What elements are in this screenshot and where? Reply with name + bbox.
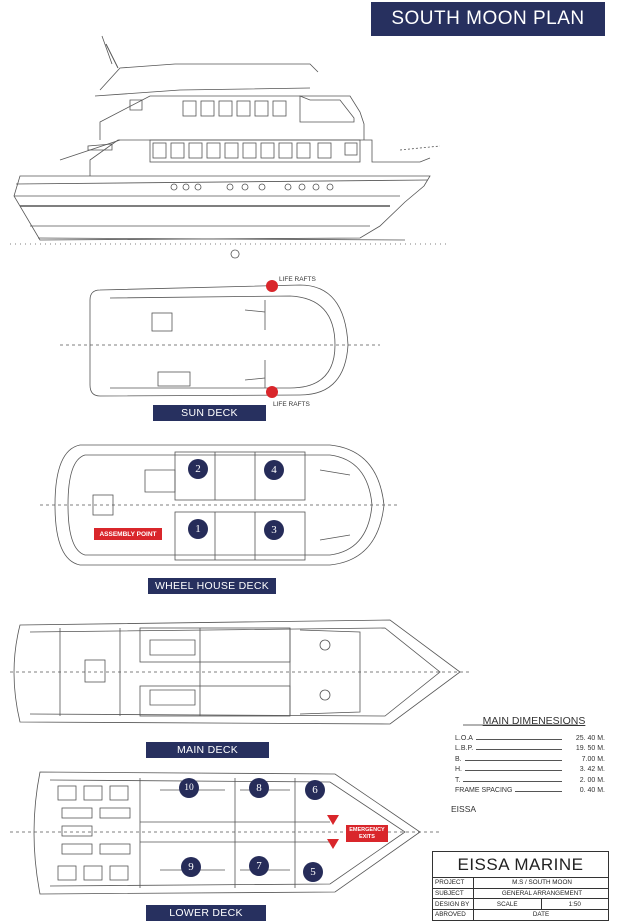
plan-title: SOUTH MOON PLAN — [371, 2, 605, 36]
exit-arrow-icon — [327, 815, 339, 825]
dimension-row: T. 2. 00 M. — [455, 776, 605, 784]
emergency-exits-label: EMERGENCY EXITS — [346, 825, 388, 842]
dimension-row: FRAME SPACING 0. 40 M. — [455, 787, 605, 794]
cabin-6-marker: 6 — [305, 780, 325, 800]
dimension-row: L.B.P. 19. 50 M. — [455, 745, 605, 752]
date-key: DATE — [532, 911, 550, 919]
cabin-10-marker: 10 — [179, 778, 199, 798]
wheelhouse-deck-plan — [40, 444, 400, 566]
company-name: EISSA MARINE — [433, 852, 608, 878]
cabin-8-marker: 8 — [249, 778, 269, 798]
designer-label: EISSA — [451, 804, 477, 814]
main-dimensions-title: MAIN DIMENESIONS — [482, 715, 586, 727]
design-key: DESIGN BY — [433, 899, 474, 911]
upper-windows — [182, 100, 287, 117]
life-raft-marker — [266, 280, 278, 292]
project-key: PROJECT — [433, 878, 474, 889]
scale-cell: SCALE 1:50 — [474, 899, 609, 911]
cabin-1-marker: 1 — [188, 519, 208, 539]
main-windows — [152, 142, 358, 159]
cabin-3-marker: 3 — [264, 520, 284, 540]
portholes — [170, 183, 334, 191]
sun-deck-plan — [60, 284, 380, 397]
cabin-9-marker: 9 — [181, 857, 201, 877]
life-rafts-label-bottom: LIFE RAFTS — [273, 401, 310, 408]
wheelhouse-deck-label: WHEEL HOUSE DECK — [148, 578, 276, 594]
project-value: M.S / SOUTH MOON — [474, 878, 608, 889]
subject-value: GENERAL ARRANGEMENT — [474, 889, 608, 900]
scale-key: SCALE — [496, 900, 518, 908]
subject-key: SUBJECT — [433, 888, 474, 900]
side-elevation — [10, 35, 450, 259]
sun-deck-label: SUN DECK — [153, 405, 266, 421]
scale-value: 1:50 — [540, 899, 609, 910]
dimension-row: H. 3. 42 M. — [455, 766, 605, 773]
exit-arrow-icon — [327, 839, 339, 849]
main-deck-plan — [10, 619, 470, 725]
title-block: EISSA MARINE PROJECT M.S / SOUTH MOON SU… — [432, 851, 609, 921]
lower-deck-label: LOWER DECK — [146, 905, 266, 921]
dimension-row: B. 7.00 M. — [455, 755, 605, 763]
cabin-5-marker: 5 — [303, 862, 323, 882]
main-dimensions-table: MAIN DIMENESIONS L.O.A 25. 40 M. L.B.P. … — [455, 715, 605, 794]
cabin-2-marker: 2 — [188, 459, 208, 479]
life-raft-marker — [266, 386, 278, 398]
life-rafts-label-top: LIFE RAFTS — [279, 276, 316, 283]
cabin-7-marker: 7 — [249, 856, 269, 876]
cabin-4-marker: 4 — [264, 460, 284, 480]
approved-key: ABROVED — [433, 910, 474, 920]
date-cell: DATE — [474, 910, 608, 920]
main-deck-label: MAIN DECK — [146, 742, 269, 758]
dimension-row: L.O.A 25. 40 M. — [455, 734, 605, 742]
assembly-point-label: ASSEMBLY POINT — [94, 528, 162, 540]
